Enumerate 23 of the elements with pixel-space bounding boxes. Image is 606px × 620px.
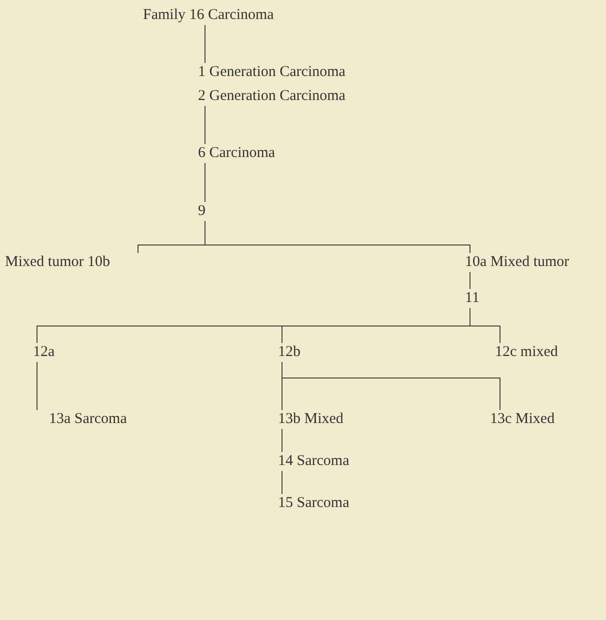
node-label: 15 Sarcoma xyxy=(278,493,350,513)
node-label: 13a Sarcoma xyxy=(33,409,127,429)
connector-line xyxy=(282,362,500,410)
node-label: 6 Carcinoma xyxy=(198,143,276,163)
node-label: 13c Mixed xyxy=(490,409,555,429)
node-label: 13b Mixed xyxy=(278,409,344,429)
connector-line xyxy=(204,162,206,202)
node-label: 12b xyxy=(278,342,300,362)
connector-line xyxy=(204,106,206,144)
connector-line xyxy=(470,308,500,344)
node-label: 11 xyxy=(465,288,480,308)
node-label: 14 Sarcoma xyxy=(278,451,350,471)
node-label: 12a xyxy=(33,342,55,362)
node-label: Family 16 Carcinoma xyxy=(143,5,274,25)
connector-line xyxy=(204,24,206,64)
node-label: 2 Generation Carcinoma xyxy=(198,86,346,106)
node-label: 9 xyxy=(198,201,206,221)
node-label: 1 Generation Carcinoma xyxy=(198,62,346,82)
node-label: Mixed tumor 10b xyxy=(5,252,110,272)
node-label: 12c mixed xyxy=(495,342,558,362)
connector-line xyxy=(36,362,38,410)
connector-line xyxy=(204,220,470,254)
node-label: 10a Mixed tumor xyxy=(465,252,570,272)
